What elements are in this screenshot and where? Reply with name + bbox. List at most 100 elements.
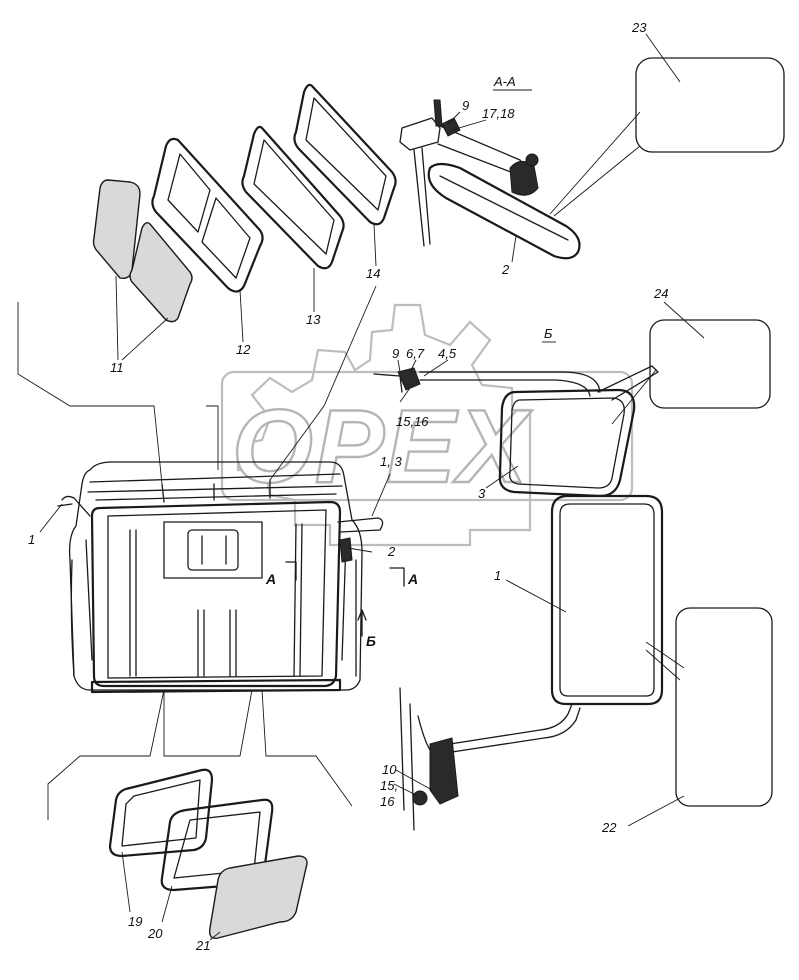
callout-2-section: 2 (501, 262, 510, 277)
windshield-frame (90, 500, 342, 688)
cab-body-outline (68, 461, 363, 691)
clamp-bolt (433, 99, 443, 127)
view-b-arrow (357, 609, 367, 637)
hatch-panel (163, 521, 263, 579)
section-a-right-label: А (407, 571, 418, 587)
leader-10-15-16 (393, 769, 433, 797)
watermark-text: OPEX (232, 389, 533, 505)
callout-21: 21 (195, 938, 210, 953)
callout-13: 13 (306, 312, 321, 327)
mirror-1-mount-clamp (429, 737, 459, 805)
seal-12-inner-a (167, 153, 211, 233)
leader-20 (161, 885, 173, 923)
callout-19: 19 (128, 914, 142, 929)
labels: А-А Б А А Б 23 9 17,18 2 14 13 12 11 24 … (28, 20, 668, 953)
leader-9a-1718 (447, 111, 487, 131)
cab-bottom-seal (90, 678, 342, 694)
frame-19-inner (121, 779, 201, 847)
cab-side-left (70, 539, 93, 677)
hatch-window (187, 529, 239, 571)
mirror-2-nut (525, 153, 539, 167)
mirror-arm-upper (419, 371, 601, 397)
frame-13-inner (253, 139, 335, 255)
callout-20: 20 (147, 926, 163, 941)
callout-9-top: 9 (462, 98, 469, 113)
cab-front-view (17, 285, 405, 820)
leader-24 (611, 369, 657, 425)
section-a-left-label: А (265, 571, 276, 587)
mirror-2-body (427, 162, 581, 260)
cab-mirror-right-clamp (339, 537, 353, 563)
cab-ribs (129, 523, 303, 677)
note-box-22 (675, 607, 773, 807)
callout-15-16-view-b: 15,16 (396, 414, 429, 429)
callout-14: 14 (366, 266, 380, 281)
section-aa-group (399, 89, 581, 263)
cab-roof-panel-lines (161, 479, 271, 503)
glass-pane-11-right (129, 221, 193, 323)
mirror-1-glass (559, 503, 655, 697)
callout-2-cab: 2 (387, 544, 396, 559)
leader-24-top (663, 301, 705, 339)
hatch-window-bars (201, 535, 227, 565)
leader-1a (39, 503, 63, 533)
leader-22 (645, 641, 685, 681)
mount-rod (413, 147, 431, 247)
leader-19 (121, 851, 131, 913)
mirror-3-inner (509, 397, 625, 489)
section-mark-left (285, 561, 297, 581)
note-boxes (549, 33, 785, 827)
mirror-1-frame (550, 494, 664, 706)
leader-2a (511, 235, 517, 263)
frame-14 (293, 83, 397, 226)
section-mark-right (389, 567, 405, 587)
seal-12-inner-b (201, 197, 251, 279)
cab-roof (87, 473, 343, 501)
windshield-inner (107, 509, 327, 679)
leader-3 (485, 465, 519, 489)
mirror-1-group (393, 494, 685, 831)
mirror-1-arm (449, 703, 581, 753)
view-b-label: Б (544, 326, 553, 341)
watermark: OPEX (220, 303, 634, 547)
arm-clamp-upper (397, 367, 421, 391)
callout-12: 12 (236, 342, 251, 357)
glass-pane-11-left (92, 179, 141, 280)
leader-1-3 (371, 473, 391, 517)
note-box-23 (635, 57, 785, 153)
frame-13 (241, 125, 345, 270)
rod-clamp-9 (441, 117, 461, 137)
callout-22: 22 (601, 820, 617, 835)
note-box-24 (649, 319, 771, 409)
rear-window-parts-group (108, 768, 308, 941)
callout-16: 16 (380, 794, 395, 809)
leader-23 (549, 111, 641, 217)
callout-17-18: 17,18 (482, 106, 515, 121)
mirror-1-bolt (412, 790, 428, 806)
callout-1-3: 1, 3 (380, 454, 402, 469)
leader-14 (373, 223, 377, 267)
callout-23: 23 (631, 20, 647, 35)
view-b-arrow-label: Б (366, 633, 376, 649)
cab-mirror-right-arm (337, 517, 384, 533)
leader-cab-upper-left (17, 302, 163, 485)
frame-19 (108, 768, 214, 858)
callout-11: 11 (110, 360, 124, 375)
windshield-parts-group (92, 83, 397, 361)
leader-21 (209, 931, 221, 941)
leader-11 (115, 275, 169, 361)
glass-21 (208, 855, 308, 939)
callout-9-view-b: 9 (392, 346, 399, 361)
leader-22-bottom (627, 795, 685, 827)
mirror-2-ball-joint (509, 161, 539, 196)
leader-2b (347, 547, 373, 553)
clamp-bracket-upper (373, 373, 403, 393)
section-aa-label: А-А (493, 74, 516, 89)
leader-cab-upper-mid (206, 285, 377, 481)
callout-10: 10 (382, 762, 397, 777)
callout-1-mirror: 1 (494, 568, 501, 583)
callout-6-7: 6,7 (406, 346, 425, 361)
callout-3: 3 (478, 486, 486, 501)
